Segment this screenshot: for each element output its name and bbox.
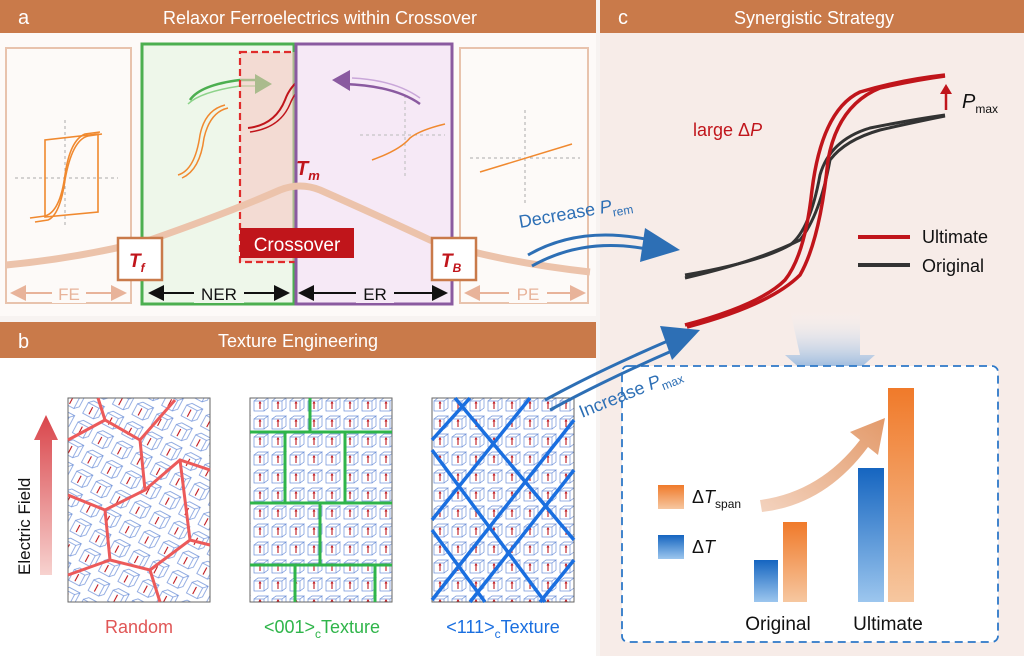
crossover-label-bg [240,228,354,258]
tb-label: TB [441,251,462,275]
decrease-arrow-line-2 [531,244,653,268]
er-purple-arrow [344,82,421,106]
increase-arrow-head [660,326,700,360]
random-grain-boundaries [67,397,211,603]
delta-t-swatch [658,535,684,559]
texture-111-label: <111>cTexture [446,617,559,641]
fe-label: FE [58,285,80,304]
panel-a: a Relaxor Ferroelectrics within Crossove… [0,0,596,316]
panel-c-header [600,0,1024,33]
ner-loop-a [177,104,226,176]
random-label: Random [105,617,173,637]
tm-label: Tm [296,158,320,183]
improvement-arrow [760,418,885,512]
pmax-label: Pmax [962,91,998,116]
panel-b: b Texture Engineering Electric Field Ran… [0,322,596,656]
legend-original-label: Original [922,256,984,276]
er-purple-arrow-2 [351,77,421,99]
er-loop [371,123,446,161]
texture-001-boundaries [250,398,392,602]
er-arrowhead [332,70,350,91]
bar-ultimate-delta-tspan [888,388,914,602]
panel-c-title: Synergistic Strategy [734,8,894,28]
electric-field-label: Electric Field [15,478,34,575]
legend-ultimate-label: Ultimate [922,227,988,247]
fe-label-bg [52,283,86,303]
pe-line [479,143,573,173]
increase-arrow-line-2 [549,348,675,412]
panel-b-letter: b [18,331,29,353]
er-label: ER [363,285,387,304]
fe-hysteresis-loop [44,133,99,218]
ner-label-bg [194,283,244,303]
ner-loop-b [181,107,229,179]
bar-ultimate-delta-t [858,468,884,602]
crossover-label: Crossover [254,235,341,256]
decrease-arrow-line-1 [527,233,651,257]
pe-label-bg [509,283,547,303]
bar-label-original: Original [745,614,810,635]
pmax-arrow-head [940,84,952,94]
fe-loop-upper [29,131,101,219]
bar-original-delta-tspan [783,522,807,602]
panel-b-title: Texture Engineering [218,331,378,351]
panel-a-title: Relaxor Ferroelectrics within Crossover [163,8,477,28]
pe-label: PE [517,285,540,304]
ner-label: NER [201,285,237,304]
panel-b-header [0,322,596,358]
panel-c-letter: c [618,7,628,29]
delta-tspan-swatch [658,485,684,509]
delta-tspan-label: ΔTspan [692,487,741,511]
texture-001-grains [249,397,393,603]
large-dp-label: large ΔP [693,120,762,140]
bar-label-ultimate: Ultimate [853,614,923,635]
panel-a-letter: a [18,7,30,29]
bar-original-delta-t [754,560,778,602]
texture-001-label: <001>cTexture [264,617,380,641]
panel-a-header [0,0,596,33]
decrease-arrow-head [640,228,680,262]
electric-field-arrow [34,415,58,575]
tf-box [116,236,164,282]
texture-111-boundaries [430,396,576,604]
delta-t-label: ΔT [692,537,717,557]
er-label-bg [356,283,394,303]
increase-arrow-line-1 [544,338,671,402]
panel-c: c Synergistic Strategy large ΔP Pmax Ult… [600,0,1024,656]
tb-box [430,236,478,282]
tf-label: Tf [129,251,146,275]
ultimate-loop-lower [686,74,946,329]
